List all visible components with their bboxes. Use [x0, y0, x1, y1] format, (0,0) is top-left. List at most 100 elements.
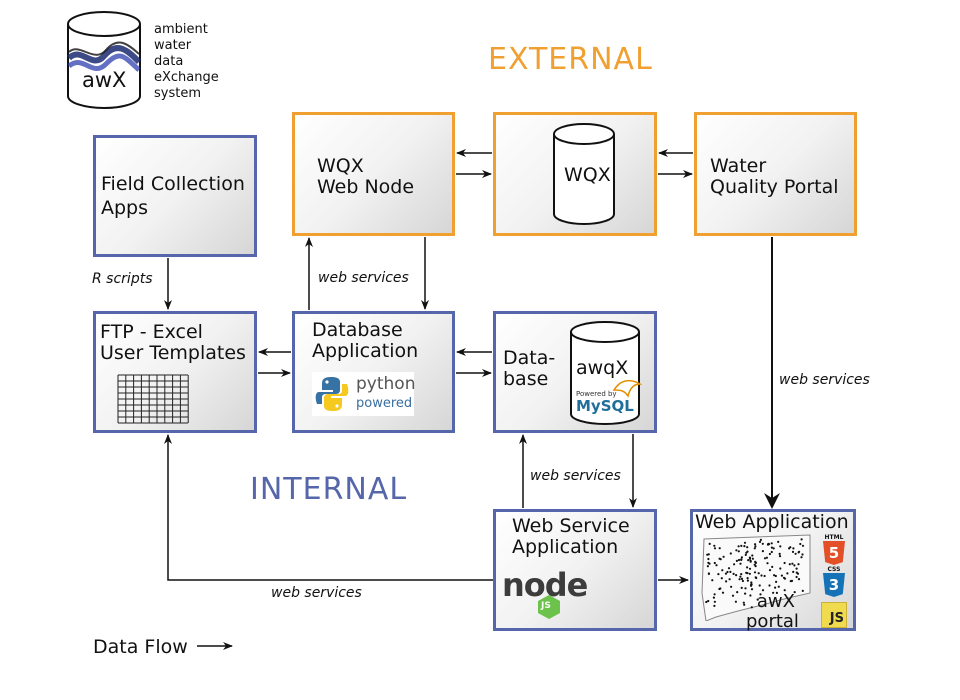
monitoring-site-dot: [746, 566, 749, 569]
monitoring-site-dot: [727, 567, 731, 570]
label-line: Web Service: [512, 515, 630, 537]
awqx-database-icon: [570, 321, 640, 425]
monitoring-site-dot: [797, 563, 800, 566]
css3-shield: 3: [823, 573, 845, 597]
monitoring-site-dot: [744, 592, 747, 595]
monitoring-site-dot: [741, 579, 744, 583]
web-service-application-box: [493, 509, 657, 631]
spreadsheet-grid-icon: [117, 374, 189, 424]
nodejs-js-text: JS: [541, 601, 551, 611]
monitoring-site-dot: [708, 562, 711, 565]
monitoring-site-dot: [713, 600, 716, 603]
monitoring-site-dot: [746, 577, 749, 580]
monitoring-site-dot: [758, 540, 762, 543]
mysql-logo: Powered by MySQL: [576, 390, 638, 414]
monitoring-site-dot: [761, 542, 764, 545]
monitoring-site-dot: [726, 570, 729, 574]
label-line: Water: [710, 155, 767, 177]
label-line: awX: [756, 591, 795, 612]
monitoring-site-dot: [744, 553, 747, 556]
monitoring-site-dot: [768, 552, 771, 556]
ftp-templates-box: [93, 311, 257, 433]
awqx-label: awqX: [576, 357, 629, 379]
monitoring-site-dot: [757, 572, 760, 575]
water-quality-portal-box: [694, 112, 857, 236]
awx-logo-text: awX: [82, 68, 127, 92]
python-powered-text: powered: [356, 396, 413, 411]
monitoring-site-dot: [774, 574, 777, 578]
monitoring-site-dot: [753, 571, 757, 574]
monitoring-site-dot: [721, 591, 725, 594]
label-line: User Templates: [100, 342, 246, 364]
label-line: Quality Portal: [710, 176, 839, 198]
monitoring-site-dot: [719, 587, 722, 590]
label-line: FTP - Excel: [100, 321, 203, 343]
monitoring-site-dot: [729, 570, 732, 573]
monitoring-site-dot: [771, 565, 774, 568]
monitoring-site-dot: [782, 576, 786, 579]
monitoring-site-dot: [765, 556, 768, 559]
monitoring-site-dot: [798, 550, 801, 553]
field-apps-label: Field Collection Apps: [101, 172, 245, 220]
monitoring-site-dot: [750, 606, 753, 609]
python-snake-icon: [315, 377, 349, 411]
monitoring-site-dot: [754, 560, 757, 563]
monitoring-site-dot: [707, 572, 710, 575]
monitoring-site-dot: [793, 564, 796, 567]
monitoring-site-dot: [744, 587, 747, 590]
monitoring-site-dot: [759, 593, 762, 596]
monitoring-site-dot: [740, 577, 744, 580]
mysql-wordmark: MySQL: [576, 397, 634, 415]
monitoring-site-dot: [737, 550, 740, 553]
monitoring-site-dot: [746, 550, 749, 553]
monitoring-site-dot: [739, 562, 742, 565]
monitoring-site-dot: [796, 572, 800, 575]
tagline-line: ambient: [154, 22, 208, 37]
monitoring-site-dot: [788, 563, 791, 566]
monitoring-site-dot: [754, 543, 757, 546]
awx-portal-label: awX portal: [746, 592, 799, 632]
monitoring-site-dot: [713, 604, 716, 607]
awx-logo-cylinder: [66, 11, 142, 109]
monitoring-site-dot: [713, 561, 716, 565]
monitoring-site-dot: [746, 572, 749, 575]
monitoring-site-dot: [736, 591, 739, 594]
monitoring-site-dot: [768, 569, 772, 572]
monitoring-site-dot: [791, 562, 794, 565]
monitoring-site-dot: [729, 552, 732, 555]
monitoring-site-dot: [706, 553, 709, 556]
monitoring-site-dot: [770, 546, 773, 549]
mysql-dolphin-icon: [612, 379, 642, 398]
monitoring-site-dot: [708, 542, 711, 545]
monitoring-site-dot: [772, 547, 775, 550]
monitoring-site-dot: [738, 578, 741, 581]
monitoring-site-dot: [715, 564, 718, 567]
monitoring-site-dot: [801, 553, 804, 556]
wqx-web-node-label: WQX Web Node: [317, 156, 414, 198]
monitoring-site-dot: [731, 594, 735, 597]
tagline-line: water: [154, 38, 192, 53]
monitoring-site-dot: [779, 545, 782, 548]
monitoring-site-dot: [746, 579, 749, 582]
web-services-label-top: web services: [318, 270, 409, 286]
wqx-web-node-box: [292, 112, 455, 236]
monitoring-site-dot: [797, 578, 801, 581]
monitoring-site-dot: [706, 565, 709, 568]
css3-caption: CSS: [827, 566, 841, 573]
tagline-line: system: [154, 86, 201, 101]
wqx-database-icon: [553, 123, 615, 225]
nodejs-hexagon-icon: [538, 595, 560, 619]
monitoring-site-dot: [775, 580, 778, 583]
web-services-label-bottom: web services: [271, 585, 362, 601]
ftp-templates-label: FTP - Excel User Templates: [100, 322, 246, 364]
field-collection-apps-box: [93, 135, 257, 257]
python-logo: python powered: [312, 372, 415, 416]
monitoring-site-dot: [722, 555, 725, 558]
monitoring-site-dot: [754, 565, 757, 568]
monitoring-site-dot: [779, 567, 782, 570]
monitoring-site-dot: [800, 538, 803, 541]
label-line: Database: [312, 319, 403, 341]
label-line: Application: [312, 340, 419, 362]
monitoring-site-dot: [740, 544, 743, 547]
